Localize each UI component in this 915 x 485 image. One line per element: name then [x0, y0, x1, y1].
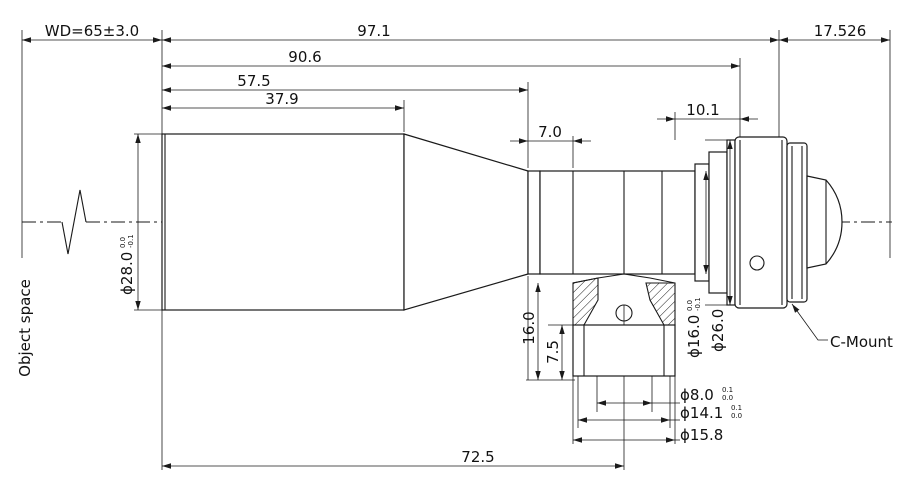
svg-text:0.1: 0.1 — [731, 404, 742, 412]
c-mount-leader — [791, 303, 828, 341]
rear-lens-element — [806, 175, 843, 269]
dimension-labels: WD=65±3.0 97.1 17.526 90.6 57.5 37.9 7.0… — [16, 22, 893, 466]
label-72-5: 72.5 — [461, 448, 494, 466]
port-hole — [615, 304, 633, 322]
svg-text:ϕ15.8: ϕ15.8 — [680, 426, 723, 444]
label-7-5: 7.5 — [544, 340, 562, 364]
label-object-space: Object space — [16, 279, 34, 377]
front-barrel — [161, 133, 405, 311]
label-57-5: 57.5 — [237, 72, 270, 90]
label-body-diameter: ϕ16.0 0.0 -0.1 — [685, 297, 703, 358]
label-port-outer: ϕ15.8 — [680, 426, 723, 444]
label-port-hole: ϕ8.0 0.1 0.0 — [680, 386, 733, 404]
label-wd: WD=65±3.0 — [45, 22, 139, 40]
label-16-0: 16.0 — [520, 311, 538, 344]
svg-text:-0.1: -0.1 — [694, 297, 702, 311]
label-37-9: 37.9 — [265, 90, 298, 108]
svg-text:0.1: 0.1 — [722, 386, 733, 394]
svg-text:-0.1: -0.1 — [127, 234, 135, 248]
label-90-6: 90.6 — [288, 48, 321, 66]
set-screw-hole — [749, 255, 765, 271]
port-bore — [572, 324, 676, 377]
mount-collar — [708, 151, 728, 294]
label-97-1: 97.1 — [357, 22, 390, 40]
dimension-lines — [22, 37, 890, 469]
label-mount-diameter: ϕ26.0 — [709, 309, 727, 352]
label-7-0: 7.0 — [538, 123, 562, 141]
label-10-1: 10.1 — [686, 101, 719, 119]
label-c-mount: C-Mount — [830, 333, 893, 351]
neck-section — [527, 170, 541, 275]
svg-text:ϕ14.1: ϕ14.1 — [680, 404, 723, 422]
svg-text:ϕ26.0: ϕ26.0 — [709, 309, 727, 352]
mount-step — [694, 163, 710, 282]
c-mount-thread — [786, 142, 808, 303]
label-front-diameter: ϕ28.0 0.0 -0.1 — [118, 234, 136, 295]
vertical-dimension-lines — [135, 134, 733, 380]
mount-barrel — [734, 136, 788, 309]
label-port-bore: ϕ14.1 0.1 0.0 — [680, 404, 742, 422]
taper-section — [403, 133, 529, 311]
svg-text:0.0: 0.0 — [119, 237, 127, 248]
svg-text:0.0: 0.0 — [686, 300, 694, 311]
svg-text:0.0: 0.0 — [722, 394, 733, 402]
svg-text:ϕ16.0: ϕ16.0 — [685, 315, 703, 358]
illumination-port — [572, 273, 676, 377]
label-17-526: 17.526 — [814, 22, 867, 40]
svg-text:ϕ28.0: ϕ28.0 — [118, 252, 136, 295]
svg-text:ϕ8.0: ϕ8.0 — [680, 386, 714, 404]
svg-text:0.0: 0.0 — [731, 412, 742, 420]
mount-ring — [726, 139, 736, 306]
main-tube — [539, 170, 696, 275]
lens-body — [161, 133, 843, 311]
